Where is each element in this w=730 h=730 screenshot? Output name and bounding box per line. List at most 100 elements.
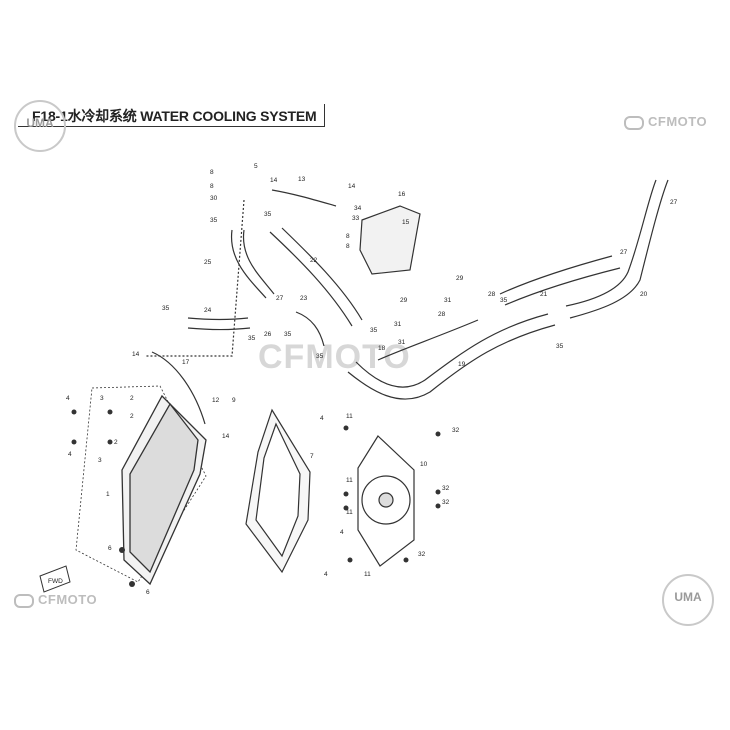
uma-logo-text: UMA <box>674 590 702 604</box>
callout-33: 33 <box>352 215 360 222</box>
callout-9: 9 <box>232 397 236 404</box>
callout-35h: 35 <box>500 297 508 304</box>
callout-18: 18 <box>378 345 386 352</box>
hose-22-inner <box>281 227 363 321</box>
callout-32c: 32 <box>442 499 450 506</box>
callout-32d: 32 <box>418 551 426 558</box>
callout-26: 26 <box>264 331 272 338</box>
fan-shroud-7 <box>245 408 311 574</box>
callout-4b: 4 <box>68 451 72 458</box>
callout-6b: 6 <box>146 589 150 596</box>
callout-2b: 2 <box>130 413 134 420</box>
callout-14c: 14 <box>132 351 140 358</box>
fan-assembly-10 <box>357 435 415 567</box>
callout-15: 15 <box>402 219 410 226</box>
callout-4: 4 <box>66 395 70 402</box>
hose-19 <box>347 324 556 400</box>
hose-24-inner <box>187 327 251 331</box>
callout-17: 17 <box>182 359 190 366</box>
cfmoto-mark-icon <box>624 115 644 130</box>
hose-20-inner <box>565 179 657 307</box>
callout-10: 10 <box>420 461 428 468</box>
hose-23 <box>295 311 325 347</box>
brand-text: CFMOTO <box>38 592 98 607</box>
hoses-layer <box>75 179 669 583</box>
uma-logo-text: UMA <box>26 116 54 130</box>
callout-35e: 35 <box>284 331 292 338</box>
callout-32: 32 <box>452 427 460 434</box>
callout-31: 31 <box>444 297 452 304</box>
callout-6: 6 <box>108 545 112 552</box>
callout-labels: 1 2 2 2 3 3 4 4 4 4 4 5 6 6 7 8 8 8 8 9 … <box>66 163 678 596</box>
callout-11c: 11 <box>346 509 353 516</box>
callout-35i: 35 <box>556 343 564 350</box>
callout-14: 14 <box>270 177 278 184</box>
callout-1: 1 <box>106 491 110 498</box>
cfmoto-logo-top-right: CFMOTO <box>624 114 707 130</box>
hose-13 <box>271 189 337 207</box>
callout-2: 2 <box>130 395 134 402</box>
callout-8b: 8 <box>210 183 214 190</box>
callout-3: 3 <box>100 395 104 402</box>
callout-8: 8 <box>210 169 214 176</box>
callout-11b: 11 <box>346 477 353 484</box>
hose-22 <box>269 231 353 327</box>
callout-13: 13 <box>298 176 306 183</box>
uma-logo-top-left: UMA <box>14 100 66 152</box>
hose-19-inner <box>355 313 549 388</box>
callout-35: 35 <box>210 217 218 224</box>
callout-25: 25 <box>204 259 212 266</box>
callout-4d: 4 <box>340 529 344 536</box>
uma-logo-bottom-right: UMA <box>662 574 714 626</box>
hose-21-inner <box>499 255 613 295</box>
callout-4c: 4 <box>320 415 324 422</box>
callout-31c: 31 <box>398 339 406 346</box>
callout-27c: 27 <box>620 249 628 256</box>
callout-8d: 8 <box>346 243 350 250</box>
callout-8c: 8 <box>346 233 350 240</box>
callout-19: 19 <box>458 361 466 368</box>
title-english: WATER COOLING SYSTEM <box>140 108 317 124</box>
callout-5: 5 <box>254 163 258 170</box>
callout-3b: 3 <box>98 457 102 464</box>
callout-2c: 2 <box>114 439 118 446</box>
callout-35d: 35 <box>248 335 256 342</box>
callout-29: 29 <box>456 275 464 282</box>
hose-25 <box>230 229 267 299</box>
cfmoto-logo-bottom-left: CFMOTO <box>14 592 97 608</box>
callout-11: 11 <box>346 413 353 420</box>
radiator-1 <box>121 394 207 586</box>
callout-24: 24 <box>204 307 212 314</box>
leader-14 <box>146 199 245 357</box>
callout-32b: 32 <box>442 485 450 492</box>
callout-11d: 11 <box>364 571 371 578</box>
fwd-arrow-icon <box>39 565 71 593</box>
callout-30: 30 <box>210 195 218 202</box>
fwd-tag: FWD <box>48 578 63 585</box>
callout-22: 22 <box>310 257 318 264</box>
callout-23: 23 <box>300 295 308 302</box>
callout-35f: 35 <box>370 327 378 334</box>
callout-35g: 35 <box>316 353 324 360</box>
callout-12: 12 <box>212 397 220 404</box>
callout-34: 34 <box>354 205 362 212</box>
callout-28b: 28 <box>438 311 446 318</box>
fastener-markers <box>71 409 441 587</box>
hose-21 <box>504 267 621 306</box>
hose-18 <box>377 319 479 361</box>
callout-27b: 27 <box>670 199 678 206</box>
coolant-reservoir-16 <box>359 205 421 275</box>
hose-20 <box>569 179 669 319</box>
callout-27: 27 <box>276 295 284 302</box>
callout-35c: 35 <box>162 305 170 312</box>
callout-16: 16 <box>398 191 406 198</box>
callout-29b: 29 <box>400 297 408 304</box>
callout-35b: 35 <box>264 211 272 218</box>
hose-24 <box>187 317 249 321</box>
callout-31b: 31 <box>394 321 402 328</box>
callout-4e: 4 <box>324 571 328 578</box>
callout-7: 7 <box>310 453 314 460</box>
title-chinese: 水冷却系统 <box>67 108 137 124</box>
